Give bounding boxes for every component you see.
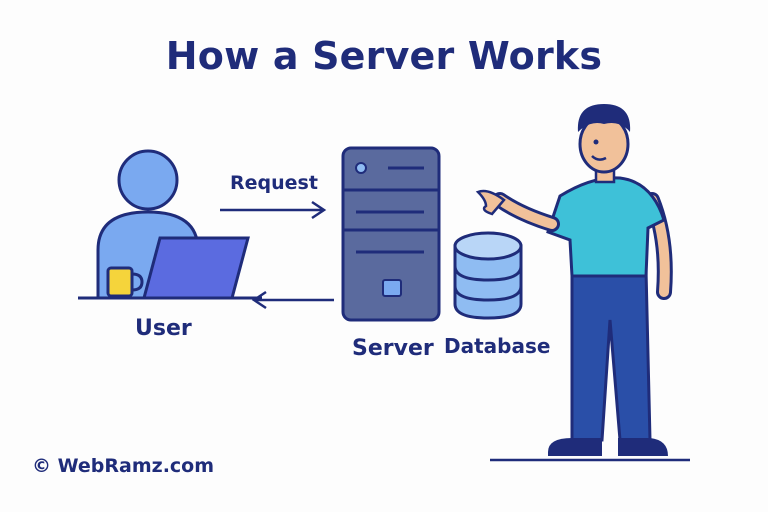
coffee-mug-icon bbox=[106, 266, 134, 298]
server-icon bbox=[341, 146, 441, 322]
presenter-pants bbox=[570, 268, 652, 442]
server-label: Server bbox=[352, 336, 434, 361]
response-arrow bbox=[251, 290, 334, 310]
request-label: Request bbox=[230, 172, 318, 194]
user-illustration bbox=[78, 149, 262, 300]
database-label: Database bbox=[444, 334, 551, 358]
presenter-hand bbox=[475, 189, 506, 216]
copyright-text: © WebRamz.com bbox=[32, 455, 215, 477]
diagram-title: How a Server Works bbox=[165, 34, 603, 78]
presenter-shirt bbox=[546, 176, 666, 278]
request-arrow bbox=[220, 200, 327, 220]
presenter-illustration bbox=[475, 104, 690, 462]
user-label: User bbox=[135, 316, 192, 341]
user-head bbox=[117, 149, 179, 211]
database-icon bbox=[453, 231, 523, 320]
presenter-shoe-right bbox=[618, 438, 668, 456]
presenter-hair bbox=[577, 104, 631, 132]
presenter-shoe-left bbox=[548, 438, 602, 456]
laptop-icon bbox=[142, 236, 250, 300]
